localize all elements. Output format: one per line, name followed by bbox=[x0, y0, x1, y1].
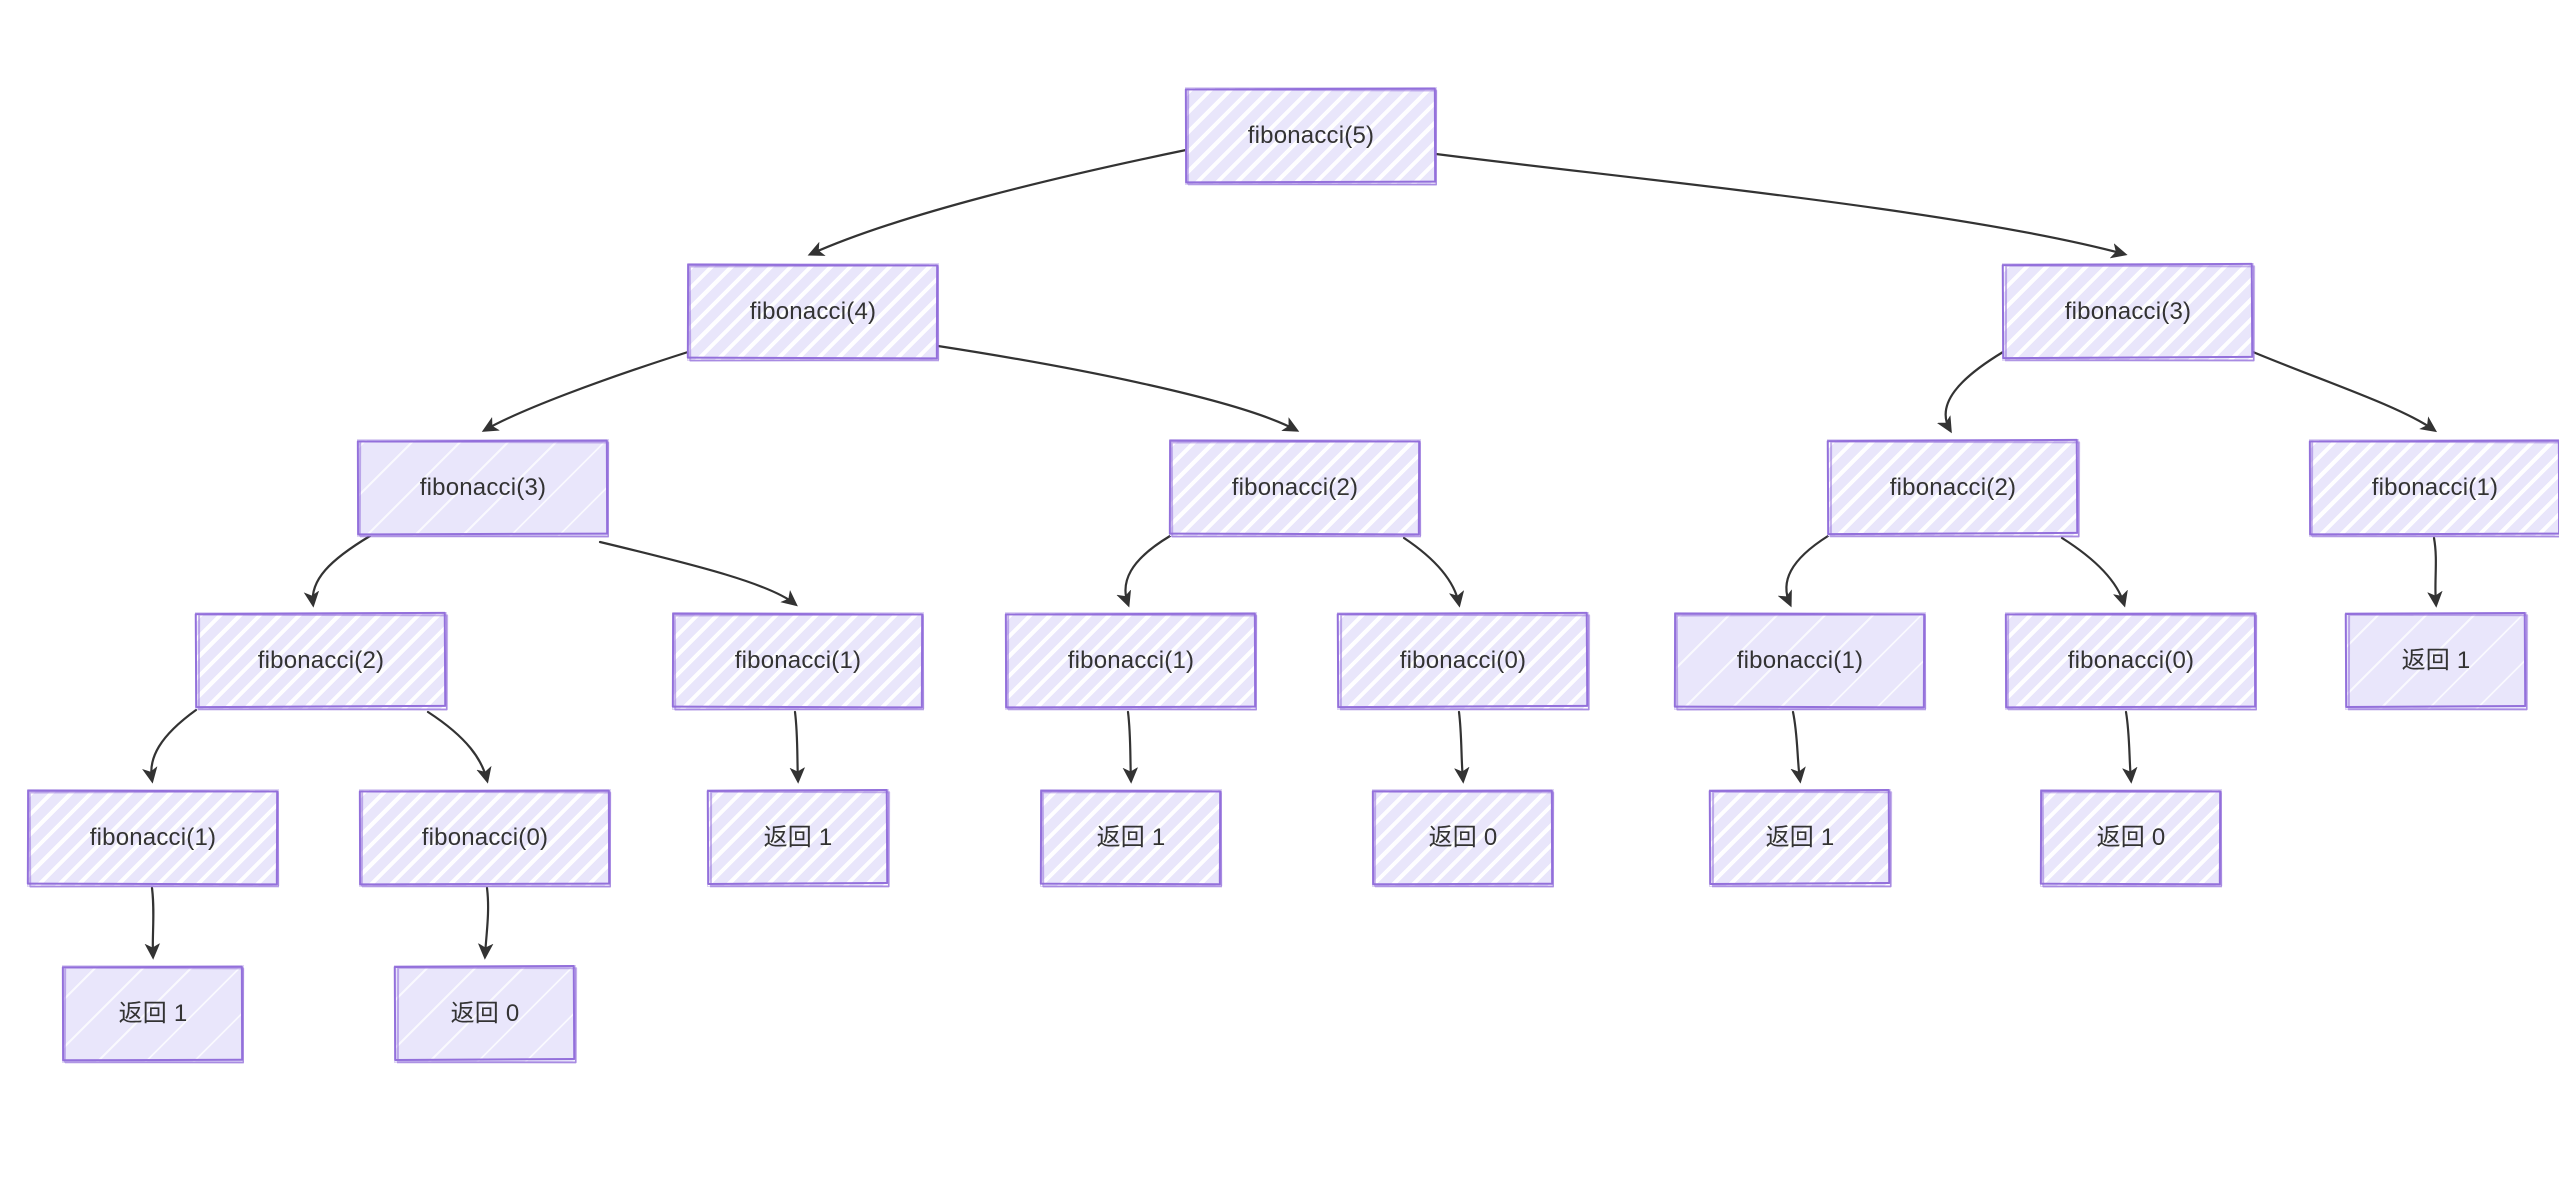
node-label: fibonacci(2) bbox=[257, 647, 385, 674]
edge-f0b-to-r0b bbox=[2126, 710, 2131, 780]
tree-node-f1b[interactable]: fibonacci(1) bbox=[1004, 612, 1258, 711]
tree-node-f2ll[interactable]: fibonacci(2) bbox=[194, 611, 449, 711]
node-label: 返回 0 bbox=[1428, 824, 1498, 851]
node-label: fibonacci(3) bbox=[419, 474, 547, 501]
node-label: fibonacci(5) bbox=[1247, 122, 1375, 149]
tree-node-f5[interactable]: fibonacci(5) bbox=[1184, 87, 1438, 186]
tree-node-r1a[interactable]: 返回 1 bbox=[706, 789, 891, 888]
tree-node-r0b[interactable]: 返回 0 bbox=[2039, 789, 2223, 888]
tree-node-r1lll[interactable]: 返回 1 bbox=[61, 965, 245, 1064]
tree-node-f4[interactable]: fibonacci(4) bbox=[686, 263, 940, 362]
node-label: fibonacci(1) bbox=[1067, 647, 1195, 674]
edge-f4-to-f2m bbox=[936, 344, 1296, 430]
edge-f2ll-to-f0lll bbox=[426, 710, 487, 780]
edge-f3r-to-f1rr bbox=[2251, 350, 2434, 430]
tree-node-r1c[interactable]: 返回 1 bbox=[1708, 789, 1893, 888]
tree-node-f1rr[interactable]: fibonacci(1) bbox=[2308, 439, 2559, 538]
node-label: fibonacci(3) bbox=[2064, 298, 2192, 325]
node-label: 返回 1 bbox=[118, 1000, 188, 1027]
tree-node-f0b[interactable]: fibonacci(0) bbox=[2004, 612, 2258, 711]
node-label: fibonacci(0) bbox=[421, 824, 549, 851]
tree-node-f1a[interactable]: fibonacci(1) bbox=[671, 612, 925, 711]
edge-f2ll-to-f1lll bbox=[151, 708, 198, 780]
edge-f2m-to-f0a bbox=[1402, 536, 1459, 604]
tree-node-r0lll[interactable]: 返回 0 bbox=[393, 965, 578, 1064]
tree-node-r1b[interactable]: 返回 1 bbox=[1039, 789, 1223, 888]
node-label: fibonacci(2) bbox=[1889, 474, 2017, 501]
node-label: 返回 1 bbox=[2401, 647, 2471, 674]
tree-node-f1c[interactable]: fibonacci(1) bbox=[1673, 612, 1927, 711]
tree-node-r0a[interactable]: 返回 0 bbox=[1371, 789, 1555, 888]
tree-node-r1rr[interactable]: 返回 1 bbox=[2344, 612, 2529, 711]
node-label: 返回 1 bbox=[1096, 824, 1166, 851]
edge-f2r-to-f1c bbox=[1786, 534, 1830, 604]
node-label: fibonacci(1) bbox=[734, 647, 862, 674]
node-label: fibonacci(4) bbox=[749, 298, 877, 325]
node-label: fibonacci(1) bbox=[89, 824, 217, 851]
tree-node-f1lll[interactable]: fibonacci(1) bbox=[26, 789, 280, 888]
tree-node-f2r[interactable]: fibonacci(2) bbox=[1826, 438, 2081, 538]
node-label: fibonacci(2) bbox=[1231, 474, 1359, 501]
edge-f5-to-f3r bbox=[1434, 152, 2124, 254]
edge-f1lll-to-r1lll bbox=[152, 886, 153, 956]
tree-node-f3r[interactable]: fibonacci(3) bbox=[2001, 262, 2256, 362]
tree-node-f2m[interactable]: fibonacci(2) bbox=[1168, 439, 1422, 538]
node-label: 返回 0 bbox=[450, 1000, 520, 1027]
node-label: 返回 1 bbox=[1765, 824, 1835, 851]
tree-node-f0a[interactable]: fibonacci(0) bbox=[1336, 611, 1591, 711]
edge-f1rr-to-r1rr bbox=[2434, 536, 2436, 604]
edge-f3l-to-f2ll bbox=[313, 534, 372, 604]
edge-f2m-to-f1b bbox=[1125, 534, 1172, 604]
node-label: fibonacci(0) bbox=[1399, 647, 1527, 674]
node-label: fibonacci(1) bbox=[2371, 474, 2499, 501]
tree-node-f0lll[interactable]: fibonacci(0) bbox=[358, 789, 612, 888]
edge-f3r-to-f2r bbox=[1946, 350, 2005, 430]
edge-f0a-to-r0a bbox=[1459, 710, 1463, 780]
edge-f2r-to-f0b bbox=[2060, 536, 2124, 604]
node-label: 返回 0 bbox=[2096, 824, 2166, 851]
edge-f4-to-f3l bbox=[485, 350, 690, 430]
edge-f3l-to-f1a bbox=[598, 540, 795, 604]
edge-f1a-to-r1a bbox=[795, 710, 798, 780]
node-label: fibonacci(0) bbox=[2067, 647, 2195, 674]
edge-f1b-to-r1b bbox=[1128, 710, 1131, 780]
edge-f0lll-to-r0lll bbox=[485, 886, 488, 956]
tree-node-f3l[interactable]: fibonacci(3) bbox=[356, 439, 610, 538]
node-label: 返回 1 bbox=[763, 824, 833, 851]
edge-f5-to-f4 bbox=[811, 148, 1188, 254]
edge-f1c-to-r1c bbox=[1793, 710, 1800, 780]
node-label: fibonacci(1) bbox=[1736, 647, 1864, 674]
